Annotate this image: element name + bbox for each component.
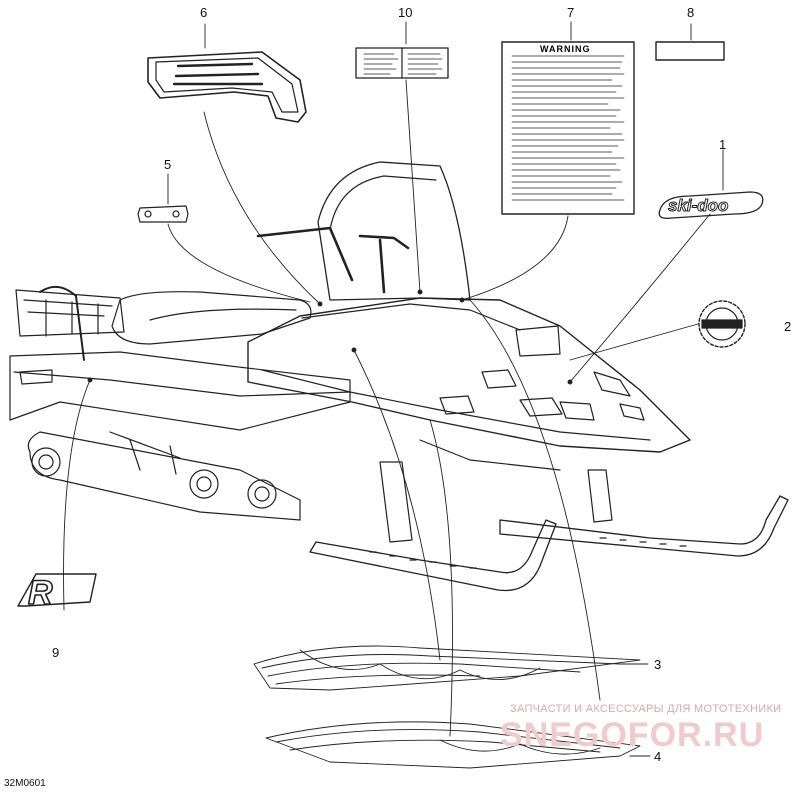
diagram-code: 32M0601 — [4, 778, 46, 789]
leader-lines — [63, 21, 724, 757]
decal-8-blank-plate — [655, 41, 725, 61]
decal-9-r-emblem: R — [17, 573, 97, 613]
decal-4-side-stripe — [265, 721, 641, 769]
decal-3-side-stripe — [253, 645, 641, 691]
snowmobile-body — [9, 161, 789, 592]
watermark-caption: ЗАПЧАСТИ И АКСЕССУАРЫ ДЛЯ МОТОТЕХНИКИ — [510, 703, 782, 715]
decal-10-warning-label — [355, 47, 449, 79]
decal-2-round-emblem — [698, 300, 746, 348]
decal-7-safety-label — [501, 41, 635, 215]
decal-6-model-tag — [147, 51, 307, 123]
callout-4: 4 — [654, 749, 662, 764]
safety-label-title: WARNING — [540, 44, 591, 54]
callout-6: 6 — [200, 5, 208, 20]
callout-2: 2 — [784, 319, 792, 334]
callout-5: 5 — [164, 157, 172, 172]
watermark-brand: SNEGOFOR.RU — [500, 716, 765, 754]
callout-1: 1 — [719, 137, 727, 152]
callout-7: 7 — [567, 5, 575, 20]
r-emblem-letter: R — [28, 574, 53, 612]
callout-10: 10 — [398, 5, 413, 20]
brand-logo-text: ski-doo — [668, 196, 728, 215]
callout-8: 8 — [687, 5, 695, 20]
decal-5-small-emblem — [137, 205, 189, 223]
callout-9: 9 — [52, 645, 60, 660]
decal-1-brand-logo: ski-doo — [658, 191, 764, 219]
callout-3: 3 — [654, 657, 662, 672]
